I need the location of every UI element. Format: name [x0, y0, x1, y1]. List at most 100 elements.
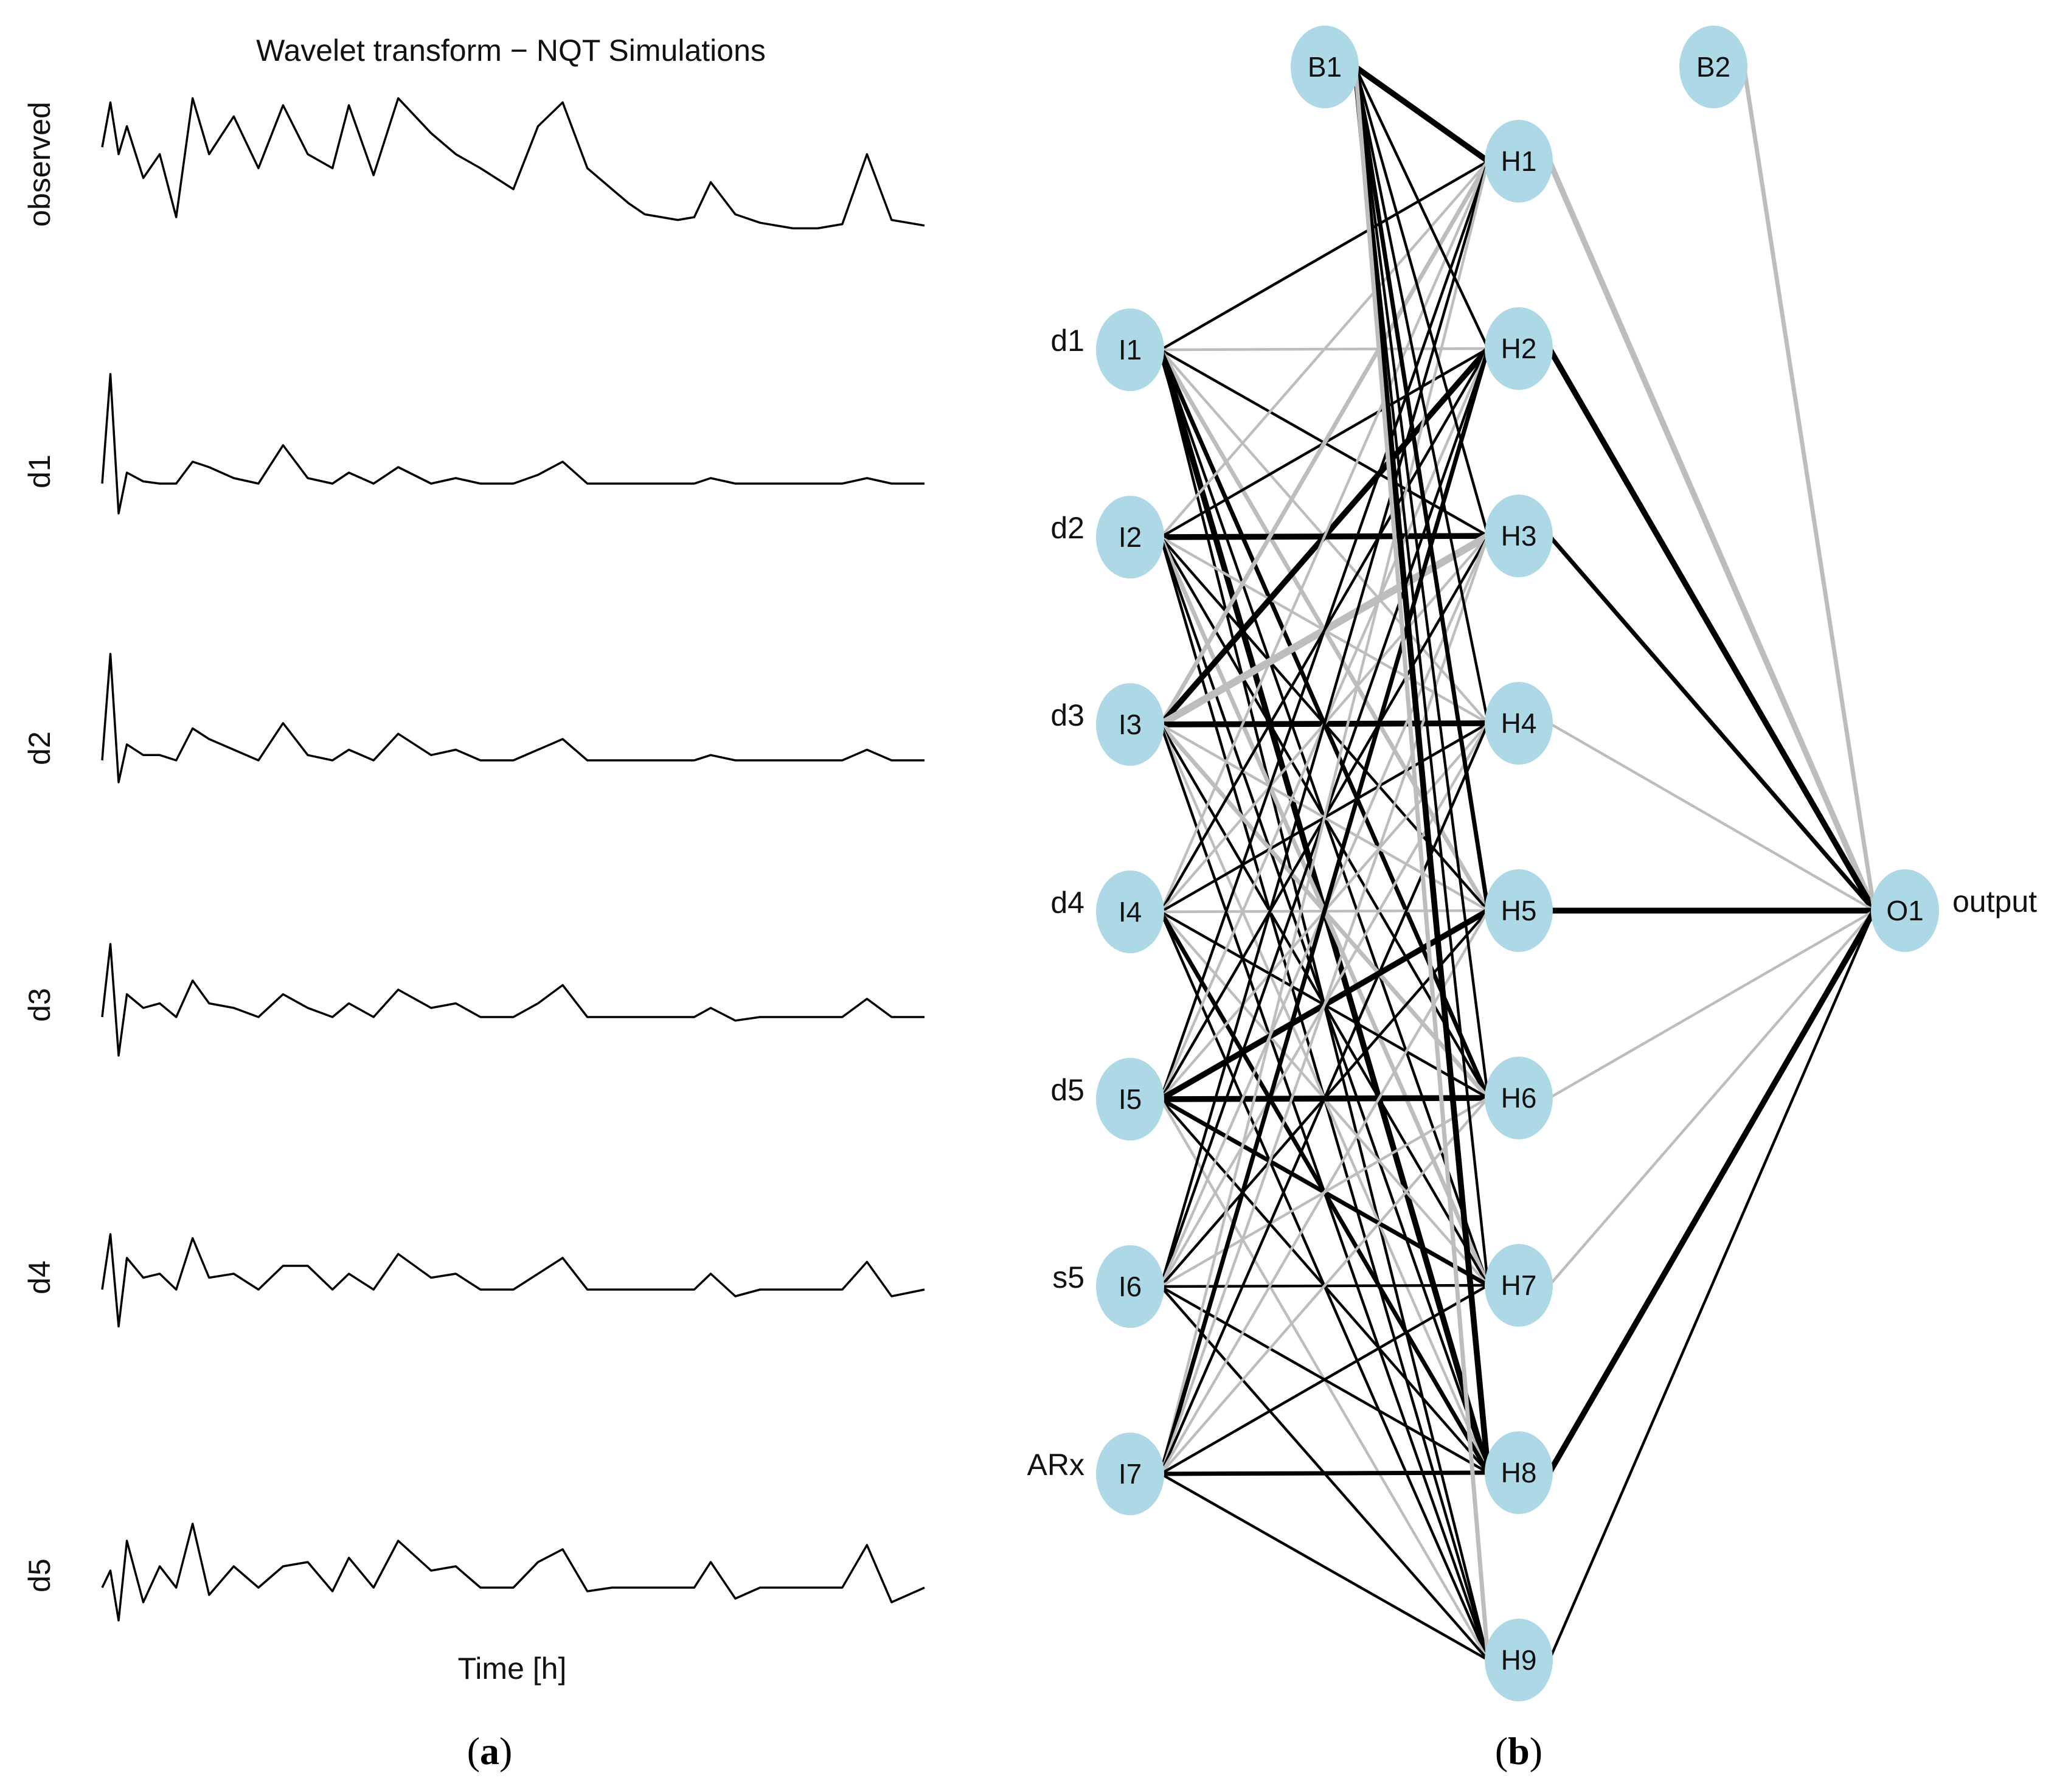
edge-H8-O1 [1547, 909, 1877, 1474]
input-node-I2 [1096, 496, 1164, 578]
panel-a-caption: (a) [467, 1729, 513, 1773]
hidden-node-label-H7: H7 [1501, 1269, 1537, 1301]
edge-H9-O1 [1548, 910, 1876, 1661]
hidden-node-label-H6: H6 [1501, 1082, 1537, 1114]
edge-I7-H9 [1160, 1473, 1489, 1661]
series-label-d1: d1 [23, 454, 57, 488]
edge-H7-O1 [1548, 909, 1876, 1287]
output-node-label-O1: O1 [1886, 895, 1923, 926]
edge-I7-H4 [1159, 723, 1490, 1474]
hidden-node-H3 [1485, 495, 1553, 577]
input-name-s5: s5 [1052, 1260, 1084, 1294]
input-node-label-I7: I7 [1119, 1458, 1142, 1490]
series-line-d4 [101, 1233, 925, 1328]
edge-B1-H7 [1354, 66, 1490, 1286]
edge-I7-H6 [1159, 1097, 1490, 1475]
input-node-label-I2: I2 [1119, 521, 1142, 553]
series-label-d5: d5 [23, 1558, 57, 1592]
series-line-d5 [101, 1523, 925, 1622]
hidden-node-label-H5: H5 [1501, 895, 1537, 926]
series-line-observed [101, 97, 925, 230]
edge-B1-H9 [1353, 66, 1491, 1661]
input-name-ARx: ARx [1027, 1448, 1084, 1482]
edge-I7-H8 [1161, 1470, 1488, 1476]
edge-I2-H1 [1159, 160, 1490, 538]
edge-B1-H3 [1354, 66, 1490, 537]
bias-node-label-B1: B1 [1308, 51, 1342, 83]
hidden-node-label-H1: H1 [1501, 145, 1537, 177]
input-node-label-I6: I6 [1119, 1271, 1142, 1302]
edge-I7-H3 [1159, 535, 1490, 1474]
edge-B1-H2 [1354, 66, 1490, 349]
hidden-node-label-H4: H4 [1501, 707, 1537, 739]
input-node-label-I4: I4 [1119, 896, 1142, 928]
edge-B1-H6 [1354, 66, 1490, 1099]
input-node-label-I3: I3 [1119, 709, 1142, 740]
input-node-I5 [1096, 1058, 1164, 1141]
input-name-d3: d3 [1050, 698, 1084, 732]
edge-I5-H1 [1159, 161, 1490, 1100]
edge-I7-H2 [1159, 348, 1490, 1474]
series-line-d3 [101, 943, 925, 1057]
hidden-node-H2 [1485, 307, 1553, 390]
hidden-node-H8 [1485, 1431, 1553, 1514]
edge-H6-O1 [1549, 909, 1875, 1099]
series-label-d3: d3 [23, 988, 57, 1022]
input-node-I3 [1096, 683, 1164, 766]
series-label-d2: d2 [23, 731, 57, 765]
hidden-node-label-H8: H8 [1501, 1457, 1537, 1488]
hidden-node-H5 [1485, 869, 1553, 952]
bias-node-label-B2: B2 [1696, 51, 1730, 83]
bias-node-B1 [1291, 26, 1359, 108]
series-line-d2 [101, 653, 925, 783]
edge-I6-H1 [1159, 161, 1490, 1287]
input-node-label-I5: I5 [1119, 1083, 1142, 1115]
bias-node-B2 [1679, 26, 1747, 108]
edge-H4-O1 [1549, 722, 1875, 912]
edge-B2-O1 [1741, 66, 1877, 911]
hidden-node-H1 [1485, 120, 1553, 203]
edge-B1-H5 [1353, 66, 1491, 911]
wavelet-panel: Wavelet transform − NQT Simulations obse… [23, 33, 925, 1773]
edge-I7-H1 [1159, 161, 1490, 1474]
hidden-node-H9 [1485, 1619, 1553, 1701]
edge-I3-H1 [1159, 160, 1490, 726]
output-name-output: output [1952, 884, 2037, 919]
edge-B1-H8 [1352, 66, 1491, 1473]
hidden-node-label-H2: H2 [1501, 333, 1537, 364]
input-name-d2: d2 [1050, 511, 1084, 545]
series-label-observed: observed [23, 102, 57, 227]
edge-H3-O1 [1547, 534, 1876, 912]
network-edges [1157, 64, 1878, 1661]
input-node-I6 [1096, 1245, 1164, 1328]
input-node-label-I1: I1 [1119, 334, 1142, 366]
input-node-I4 [1096, 870, 1164, 953]
input-node-I7 [1096, 1433, 1164, 1515]
input-name-d4: d4 [1050, 886, 1084, 920]
edge-I7-H7 [1160, 1284, 1489, 1475]
edge-H1-O1 [1546, 160, 1878, 912]
series-line-d1 [101, 373, 925, 515]
time-series-group: observed d1 d2 d3 d4 d5 [23, 97, 925, 1622]
input-node-I1 [1096, 308, 1164, 391]
hidden-node-label-H9: H9 [1501, 1644, 1537, 1676]
edge-I4-H1 [1159, 161, 1490, 912]
output-node-O1 [1871, 869, 1939, 952]
x-axis-label: Time [h] [458, 1651, 567, 1686]
edge-B1-H4 [1354, 66, 1490, 724]
hidden-node-H4 [1485, 682, 1553, 765]
wavelet-chart-title: Wavelet transform − NQT Simulations [256, 33, 766, 68]
input-name-d1: d1 [1050, 324, 1084, 358]
edge-H2-O1 [1547, 347, 1877, 912]
hidden-node-H7 [1485, 1244, 1553, 1327]
edge-I1-H1 [1160, 160, 1489, 351]
panel-b-caption: (b) [1495, 1729, 1542, 1773]
hidden-node-H6 [1485, 1057, 1553, 1139]
hidden-node-label-H3: H3 [1501, 520, 1537, 552]
input-name-d5: d5 [1050, 1073, 1084, 1107]
series-label-d4: d4 [23, 1260, 57, 1294]
edge-B1-H1 [1353, 64, 1490, 164]
